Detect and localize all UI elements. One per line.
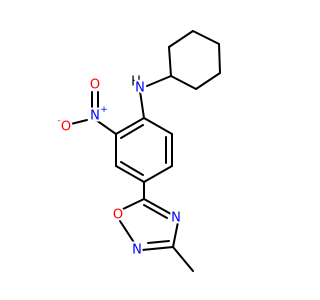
bond-n-cyclohexyl — [146, 75, 172, 87]
oxadiazole-nitrogen-right-label: N — [171, 211, 181, 226]
nitro-oxygen-top-label: O — [90, 78, 100, 93]
bond-cyclohexyl — [168, 30, 194, 48]
nitro-oxygen-side-charge: - — [57, 116, 60, 126]
bond-benzene — [115, 117, 145, 135]
bond-oxadiazole — [172, 221, 179, 248]
amine-nitrogen-label: N — [135, 81, 145, 96]
bond-methyl — [172, 246, 194, 272]
bond-oxadiazole — [141, 246, 174, 251]
bond-oxadiazole — [119, 220, 136, 245]
bond-cyclohexyl — [168, 46, 172, 77]
bond-layer — [70, 30, 221, 272]
bond-cyclohexyl — [192, 30, 220, 45]
bond-nitro-o-side — [70, 119, 88, 125]
bond-benzene — [143, 117, 173, 135]
amine-hydrogen-label: H — [131, 75, 141, 90]
oxadiazole-nitrogen-left-label: N — [132, 243, 142, 258]
atom-label-layer: H N N + O O - O N N — [57, 73, 182, 260]
bond-oxadiazole — [143, 198, 172, 215]
molecule-structure: H N N + O O - O N N — [57, 30, 221, 272]
bond-benzene-nitro — [95, 119, 117, 135]
nitro-nitrogen-label: N — [90, 109, 100, 124]
bond-cyclohexyl — [218, 43, 221, 74]
bond-oxadiazole — [120, 198, 145, 211]
nitro-oxygen-side-label: O — [61, 120, 71, 135]
bond-oxadiazole-double — [147, 240, 170, 244]
bond-benzene — [143, 165, 173, 183]
bond-cyclohexyl — [170, 75, 197, 90]
bond-oxadiazole-double — [143, 204, 168, 219]
bond-benzene-double — [120, 161, 144, 176]
bond-n-benzene — [139, 90, 145, 119]
oxadiazole-oxygen-label: O — [113, 208, 123, 223]
bond-cyclohexyl — [195, 72, 221, 90]
bond-benzene-double — [120, 124, 144, 139]
nitro-nitrogen-charge: + — [100, 105, 108, 115]
molecule-canvas: H N N + O O - O N N — [57, 30, 221, 272]
bond-benzene — [115, 165, 145, 183]
